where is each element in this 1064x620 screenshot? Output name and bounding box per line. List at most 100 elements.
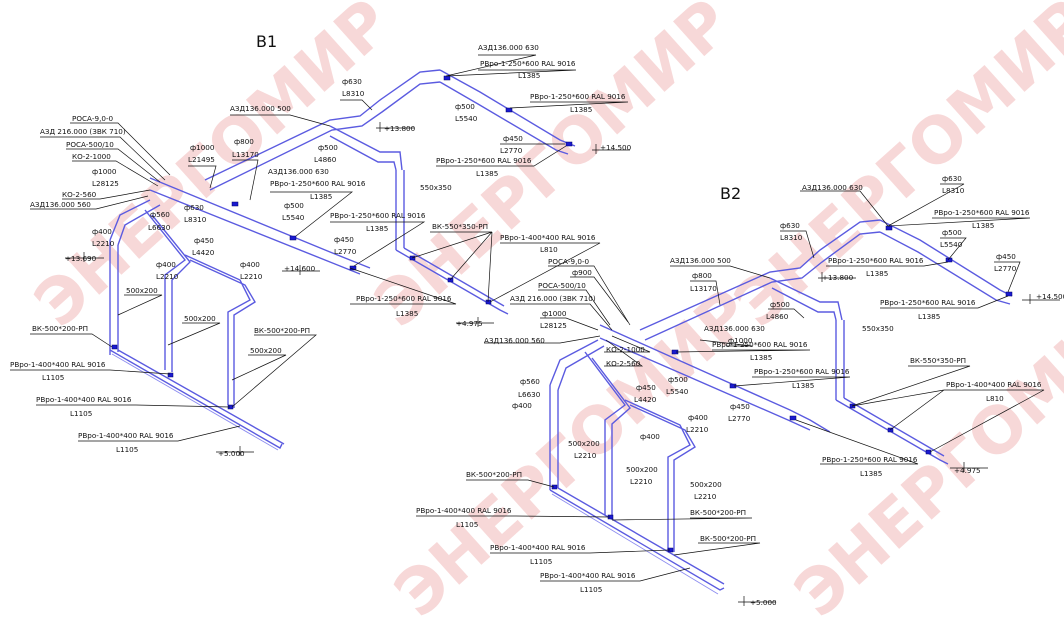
- b1-leader-rvro-mid3: [330, 221, 426, 267]
- b1-left-branch-bottom: [117, 204, 161, 246]
- b2-label-d400c: ф400: [640, 432, 660, 441]
- b1-label-d550: 550х350: [420, 183, 452, 192]
- b2-riser-up-top: [639, 219, 881, 331]
- b1-leader-rvro-mid2: [270, 191, 354, 237]
- b1-leader-rosa500: [66, 148, 161, 183]
- b2-label-rvro400a: РВро-1-400*400 RAL 9016: [946, 380, 1042, 389]
- b1-leader-rosa: [70, 122, 171, 176]
- b1-leader-el14500: [592, 144, 630, 154]
- b2-bottom-inner: [551, 493, 719, 595]
- b2-label-rvro1f: РВро-1-250*600 RAL 9016: [822, 455, 918, 464]
- b1-diffuser-8: [447, 277, 454, 283]
- b1-label-d1000b: ф1000: [190, 143, 215, 152]
- b1-label-el13800: +13.800: [384, 124, 416, 133]
- b2-label-l2770a: L2770: [994, 264, 1017, 273]
- b1-label-l2210b: L2210: [156, 272, 179, 281]
- system-b1-title: В1: [256, 32, 277, 51]
- b1-label-l21495: L21495: [188, 155, 215, 164]
- b1-label-el4975: +4.975: [456, 319, 483, 328]
- system-b1: В1: [10, 32, 632, 458]
- b1-label-l4420: L4420: [192, 248, 215, 257]
- b1-label-azd716: АЗД 216.000 (ЗВК 710): [40, 127, 126, 136]
- b1-label-l1105b: L1105: [70, 409, 92, 418]
- b1-label-d630a: ф630: [342, 77, 362, 86]
- b2-leader-d1000: [540, 317, 599, 331]
- b2-upper-branch-bottom: [879, 231, 1011, 305]
- b2-leader-rosa90: [548, 265, 631, 326]
- b2-ducts: [549, 219, 1013, 595]
- b1-label-rosa90: РОСА-9,0-0: [72, 114, 114, 123]
- b2-leader-rvro-top: [887, 217, 1031, 227]
- b1-lower-rect-top: [395, 249, 509, 315]
- b1-leader-azd716: [40, 136, 166, 181]
- b2-label-el4975: +4.975: [954, 466, 981, 475]
- b1-leader-d800: [232, 159, 259, 201]
- b1-label-l5540a: L5540: [455, 114, 478, 123]
- b1-label-d800: ф800: [234, 137, 254, 146]
- b2-diffuser-2: [945, 257, 953, 263]
- b1-diffuser-11: [167, 372, 174, 378]
- b2-leader-el14500: [1022, 294, 1060, 304]
- b2-leader-ko1000: [604, 335, 651, 353]
- b1-label-d450b: ф450: [194, 236, 214, 245]
- b1-leader-rvro400d: [78, 425, 241, 442]
- b1-label-l810: L810: [540, 245, 558, 254]
- b2-leader-d500b: [768, 308, 805, 319]
- b1-label-l8310b: L8310: [184, 215, 207, 224]
- b1-label-rvro400d: РВро-1-400*400 RAL 9016: [78, 431, 174, 440]
- b2-branch400: [624, 399, 696, 552]
- b2-label-d400b: ф400: [688, 413, 708, 422]
- b1-label-d500c: ф500: [284, 201, 304, 210]
- b1-leaders: [10, 54, 630, 456]
- b1-leader-s500b: [167, 322, 221, 346]
- b1-label-l1105c: L1105: [116, 445, 138, 454]
- b2-leader-el4975: [950, 462, 988, 472]
- b1-ducts: [109, 69, 576, 451]
- b2-leader-rvro400b: [416, 515, 611, 518]
- b2-label-rvro1c: РВро-1-250*600 RAL 9016: [880, 298, 976, 307]
- watermark-2: ЭНЕРГОМИР: [361, 0, 745, 342]
- b2-label-rvro1d: РВро-1-250*600 RAL 9016: [712, 340, 808, 349]
- b2-leader-d1000b: [699, 339, 753, 347]
- b2-diffuser-10: [551, 484, 558, 490]
- b2-leader-vk500b: [611, 517, 753, 521]
- b2-leader-azd500: [670, 265, 771, 279]
- b1-label-rvro400a: РВро-1-400*400 RAL 9016: [500, 233, 596, 242]
- b1-label-rvro1a: РВро-1-250*600 RAL 9016: [480, 59, 576, 68]
- b2-leader-rvro-mid: [826, 261, 949, 267]
- b1-label-ko560: КО-2-560: [62, 190, 97, 199]
- b1-diffuser-3: [565, 141, 573, 147]
- watermark-3: ЭНЕРГОМИР: [721, 0, 1064, 342]
- b2-label-el5000: +5.000: [750, 598, 777, 607]
- b2-diffuser-9: [925, 449, 932, 455]
- b1-riser-up-bottom: [209, 81, 441, 191]
- b2-label-d450c: ф450: [730, 402, 750, 411]
- b2-label-azd630a: АЗД136.000 630: [802, 183, 863, 192]
- b1-label-l1385e: L1385: [366, 224, 388, 233]
- b2-leader-rosa500: [538, 289, 611, 326]
- b2-leader-rvro400d: [540, 567, 691, 582]
- b1-leader-azd560: [30, 195, 149, 210]
- b1-leader-rvro400b: [10, 369, 171, 375]
- b1-leader-azd500: [230, 114, 331, 127]
- b2-leader-rvro-mid3: [733, 376, 851, 387]
- b1-label-azd560: АЗД136.000 560: [30, 200, 91, 209]
- b2-label-l8310b: L8310: [780, 233, 803, 242]
- b1-label-l4860: L4860: [314, 155, 337, 164]
- b1-branch450: [144, 209, 191, 372]
- b1-label-el14500: +14.500: [600, 143, 632, 152]
- b1-leader-rvro-low: [436, 145, 567, 167]
- b1-leader-azd630: [445, 54, 537, 77]
- b2-label-d900: ф900: [572, 268, 592, 277]
- b1-diffuser-9: [485, 299, 492, 305]
- b2-label-s500b: 500х200: [626, 465, 658, 474]
- b2-leader-rvro-low: [880, 295, 1009, 309]
- b2-label-azd560: АЗД136.000 560: [484, 336, 545, 345]
- b2-leader-azd716: [510, 303, 613, 331]
- b1-diffuser-1: [443, 75, 451, 81]
- b1-label-s500a: 500х200: [126, 286, 158, 295]
- b2-label-l1105c: L1105: [580, 585, 602, 594]
- b1-label-d400c: ф400: [240, 260, 260, 269]
- b2-label-vk500a: ВК-500*200-РП: [466, 470, 522, 479]
- b1-label-vk500a: ВК-500*200-РП: [32, 324, 88, 333]
